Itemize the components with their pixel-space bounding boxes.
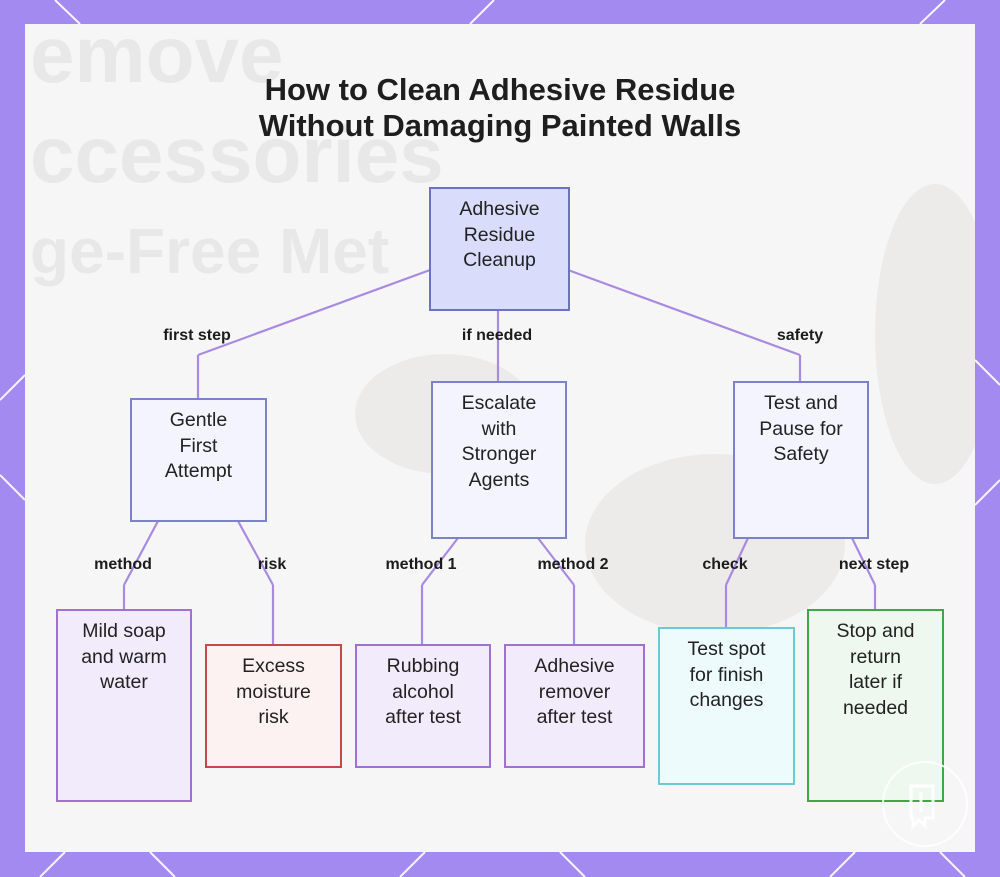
edge-label-risk: risk <box>257 556 287 573</box>
node-root: Adhesive Residue Cleanup <box>429 187 570 311</box>
background-text-line-2: ccessories <box>30 110 444 199</box>
book-logo-icon <box>882 761 968 847</box>
edge-label-next-step: next step <box>838 556 910 573</box>
edge-label-method-2: method 2 <box>537 556 609 573</box>
node-escalate: Escalate with Stronger Agents <box>431 381 567 539</box>
edge-label-safety: safety <box>776 327 824 344</box>
edge-label-first-step: first step <box>163 327 231 344</box>
title-line-2: Without Damaging Painted Walls <box>258 108 742 143</box>
background-text-line-3: ge-Free Met <box>30 215 390 287</box>
edge-label-if-needed: if needed <box>461 327 533 344</box>
node-mild-soap: Mild soap and warm water <box>56 609 192 802</box>
node-excess-moisture: Excess moisture risk <box>205 644 342 768</box>
node-stop-and-return: Stop and return later if needed <box>807 609 944 802</box>
node-test-and-pause: Test and Pause for Safety <box>733 381 869 539</box>
node-test-spot: Test spot for finish changes <box>658 627 795 785</box>
edge-label-method-1: method 1 <box>385 556 457 573</box>
edge-label-method: method <box>94 556 152 573</box>
node-gentle-first-attempt: Gentle First Attempt <box>130 398 267 522</box>
edge-label-check: check <box>702 556 748 573</box>
node-adhesive-remover: Adhesive remover after test <box>504 644 645 768</box>
background-text-line-1: emove <box>30 24 284 99</box>
node-rubbing-alcohol: Rubbing alcohol after test <box>355 644 491 768</box>
title-line-1: How to Clean Adhesive Residue <box>264 72 736 107</box>
background-blur-shape <box>875 184 975 484</box>
diagram-title: How to Clean Adhesive Residue Without Da… <box>0 72 1000 144</box>
